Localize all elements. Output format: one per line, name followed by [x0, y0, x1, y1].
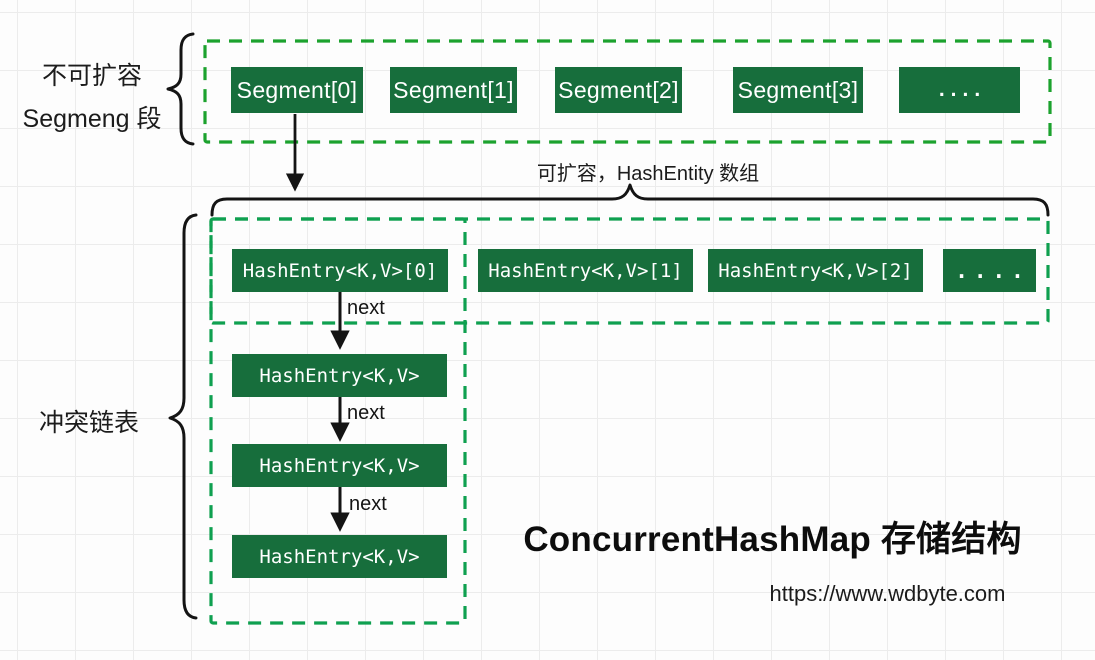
collision-label-brace: [168, 213, 198, 620]
segment-0-node: Segment[0]: [231, 67, 363, 113]
label-segment-cn: Segmeng 段: [22, 105, 162, 133]
watermark-url: https://www.wdbyte.com: [769, 581, 1006, 606]
segment-array-boundary: [203, 39, 1052, 144]
hashentry-1-node: HashEntry<K,V>[1]: [478, 249, 693, 292]
expandable-top-brace: [210, 183, 1050, 217]
hashentry-ellipsis-node: ....: [943, 249, 1036, 292]
hashentry-2-node: HashEntry<K,V>[2]: [708, 249, 923, 292]
next-label-1: next: [347, 297, 385, 319]
collision-chain-boundary: [209, 217, 467, 625]
segment-label-brace: [166, 32, 195, 146]
next-label-3: next: [349, 493, 387, 515]
segment-2-node: Segment[2]: [555, 67, 682, 113]
segment-3-node: Segment[3]: [733, 67, 863, 113]
diagram-title: ConcurrentHashMap 存储结构: [523, 520, 1022, 559]
segment-1-node: Segment[1]: [390, 67, 517, 113]
chain-node-2: HashEntry<K,V>: [232, 444, 447, 487]
next-label-2: next: [347, 402, 385, 424]
chain-node-1: HashEntry<K,V>: [232, 354, 447, 397]
label-expandable: 可扩容，HashEntity 数组: [536, 163, 760, 185]
segment-ellipsis-node: ....: [899, 67, 1020, 113]
hashentry-array-boundary: [209, 217, 1050, 325]
hashentry-0-node: HashEntry<K,V>[0]: [232, 249, 448, 292]
label-immutable: 不可扩容: [41, 62, 142, 90]
chain-node-3: HashEntry<K,V>: [232, 535, 447, 578]
label-collision-list: 冲突链表: [38, 409, 139, 437]
